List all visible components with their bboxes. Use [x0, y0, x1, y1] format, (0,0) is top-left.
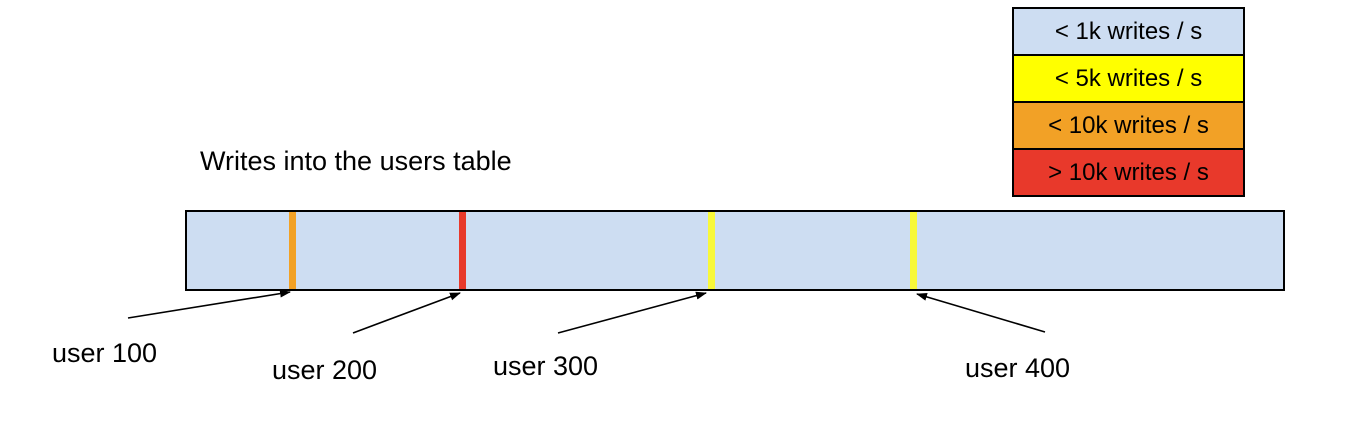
write-rate-legend: < 1k writes / s < 5k writes / s < 10k wr…	[1012, 7, 1245, 197]
user-label-100: user 100	[52, 338, 158, 368]
hotspot-marker-user-100	[289, 212, 296, 289]
legend-item-lt-1k: < 1k writes / s	[1014, 9, 1243, 54]
legend-item-lt-10k: < 10k writes / s	[1014, 101, 1243, 148]
users-table-bar	[185, 210, 1285, 291]
arrow-user-300	[557, 291, 707, 334]
arrow-user-200	[352, 292, 461, 334]
arrow-user-400	[916, 293, 1046, 333]
user-label-400: user 400	[965, 353, 1071, 383]
hotspot-marker-user-200	[459, 212, 466, 289]
user-label-200: user 200	[272, 355, 378, 385]
hotspot-marker-user-300	[708, 212, 715, 289]
legend-item-lt-5k: < 5k writes / s	[1014, 54, 1243, 101]
hotspot-marker-user-400	[910, 212, 917, 289]
legend-item-gt-10k: > 10k writes / s	[1014, 148, 1243, 195]
user-label-300: user 300	[493, 351, 599, 381]
diagram-title: Writes into the users table	[200, 146, 512, 176]
arrow-user-100	[127, 289, 291, 319]
